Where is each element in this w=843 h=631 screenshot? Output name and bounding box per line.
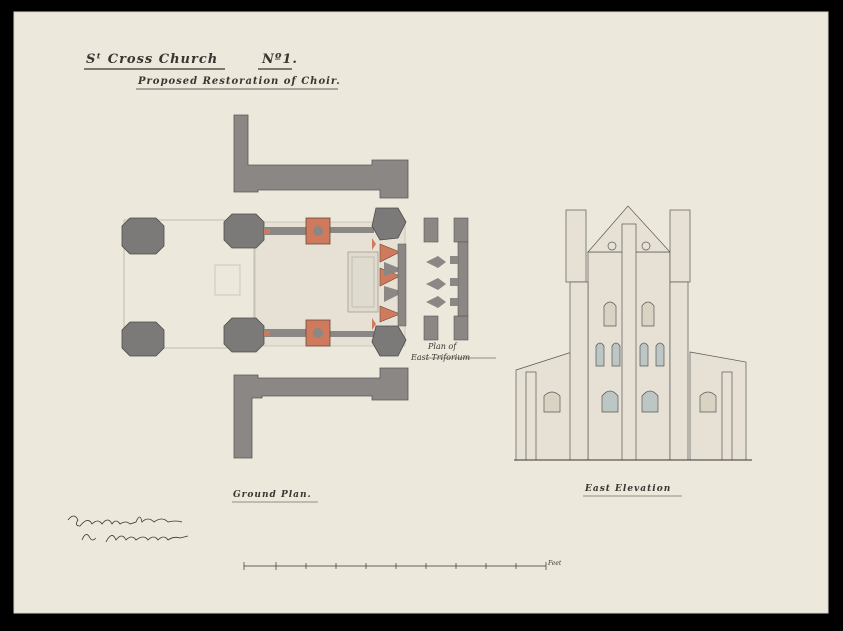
east-elevation-label: East Elevation xyxy=(585,484,672,494)
east-elevation xyxy=(514,205,752,461)
scale-bar xyxy=(243,562,547,570)
page-title: Sᵗ Cross Church xyxy=(86,52,219,67)
drawing-subtitle: Proposed Restoration of Choir. xyxy=(138,76,341,87)
scale-unit-label: Feet xyxy=(548,560,562,567)
ground-plan xyxy=(121,114,409,459)
triforium-plan xyxy=(423,217,496,359)
signature xyxy=(67,515,189,543)
triforium-label-line2: East Triforium xyxy=(411,353,471,362)
paper-background xyxy=(14,12,828,613)
triforium-label-line1: Plan of xyxy=(428,342,457,351)
drawing-number: Nº1. xyxy=(262,52,298,67)
ground-plan-label: Ground Plan. xyxy=(233,490,312,500)
